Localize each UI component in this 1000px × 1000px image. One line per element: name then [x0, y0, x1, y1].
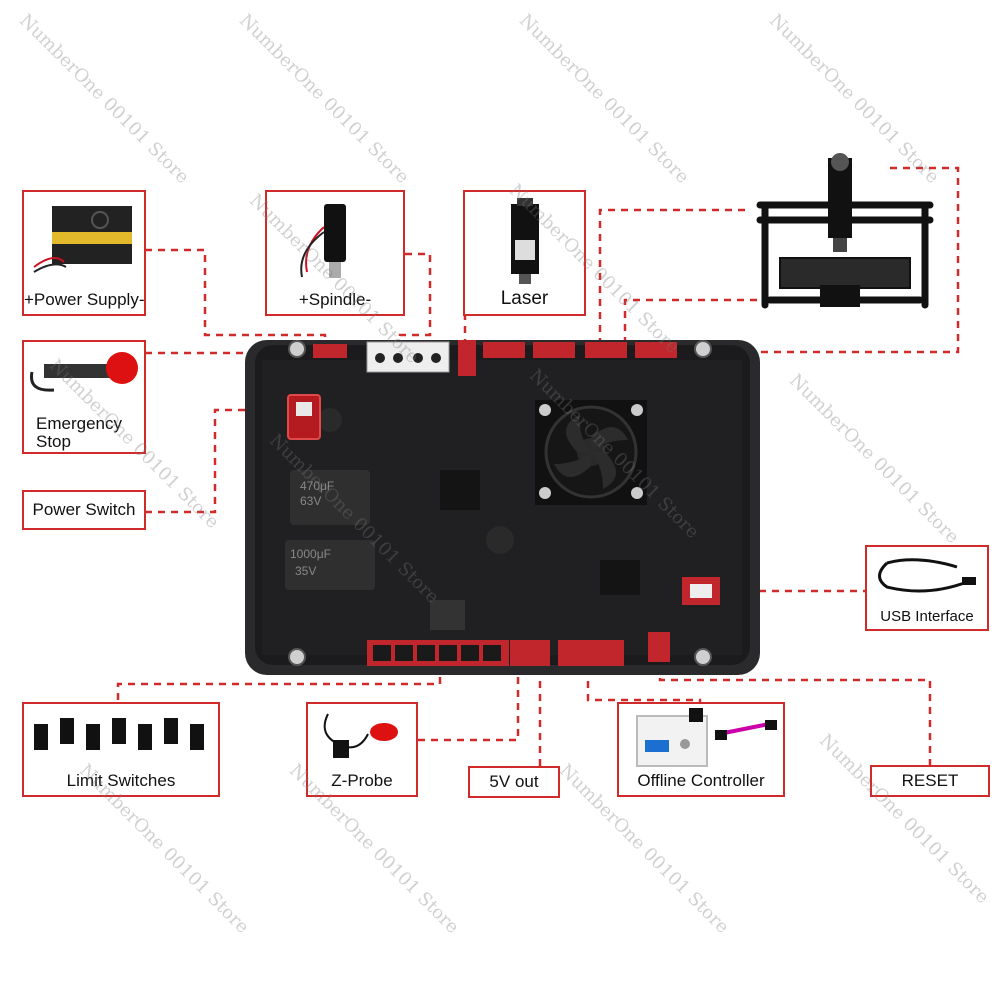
- connector-axis-y: [533, 342, 575, 358]
- emergency-stop-icon: [29, 352, 138, 392]
- line-power-supply: [145, 248, 327, 348]
- cooling-fan-icon: [535, 400, 647, 505]
- reset-button: [648, 632, 670, 662]
- emergency-stop-label-line1: Emergency: [36, 414, 122, 433]
- line-spindle: [398, 252, 432, 348]
- connector-laser: [458, 340, 476, 376]
- screw-icon: [694, 648, 712, 666]
- connector-axis-z: [585, 342, 627, 358]
- laser-box: Laser: [463, 190, 586, 316]
- z-probe-icon: [323, 713, 398, 758]
- offline-controller-icon: [636, 708, 777, 767]
- emergency-stop-box: Emergency Stop: [22, 340, 146, 454]
- connector-axis-x: [483, 342, 525, 358]
- screw-icon: [288, 648, 306, 666]
- limit-switch-icons: [34, 718, 204, 750]
- offline-controller-box: Offline Controller: [617, 702, 785, 797]
- power-switch-box: Power Switch: [22, 490, 146, 530]
- screw-icon: [694, 340, 712, 358]
- z-probe-label: Z-Probe: [331, 771, 393, 790]
- spindle-box: +Spindle-: [265, 190, 405, 316]
- spindle-motor-icon: [300, 204, 346, 278]
- limit-switches-label: Limit Switches: [66, 771, 176, 790]
- laser-label: Laser: [500, 288, 549, 309]
- reset-box: RESET: [870, 765, 990, 797]
- laser-module-icon: [511, 198, 539, 284]
- power-supply-icon: [33, 206, 132, 273]
- usb-cable-icon: [878, 558, 976, 593]
- power-supply-box: +Power Supply-: [22, 190, 146, 316]
- line-reset: [658, 665, 932, 765]
- screw-icon: [288, 340, 306, 358]
- spindle-label: +Spindle-: [298, 290, 372, 309]
- cap2-voltage: 35V: [295, 564, 316, 578]
- line-cnc-right: [705, 166, 960, 354]
- cap2-value: 1000μF: [290, 547, 331, 561]
- power-supply-label: +Power Supply-: [24, 290, 145, 309]
- z-probe-box: Z-Probe: [306, 702, 418, 797]
- connector-axis-a: [635, 342, 677, 358]
- usb-interface-box: USB Interface: [865, 545, 989, 631]
- usb-interface-label: USB Interface: [880, 608, 974, 625]
- line-z-probe: [418, 668, 520, 742]
- five-v-out-box: 5V out: [468, 766, 560, 798]
- limit-switches-box: Limit Switches: [22, 702, 220, 797]
- connector-offline: [558, 640, 624, 666]
- emergency-stop-label-line2: Stop: [36, 432, 71, 451]
- connector-probe: [510, 640, 532, 666]
- offline-controller-label: Offline Controller: [637, 771, 765, 790]
- cap1-voltage: 63V: [300, 494, 321, 508]
- cap1-value: 470μF: [300, 479, 334, 493]
- line-cnc-top: [598, 208, 745, 348]
- connector-5v: [532, 640, 550, 666]
- connector-power: [313, 344, 347, 358]
